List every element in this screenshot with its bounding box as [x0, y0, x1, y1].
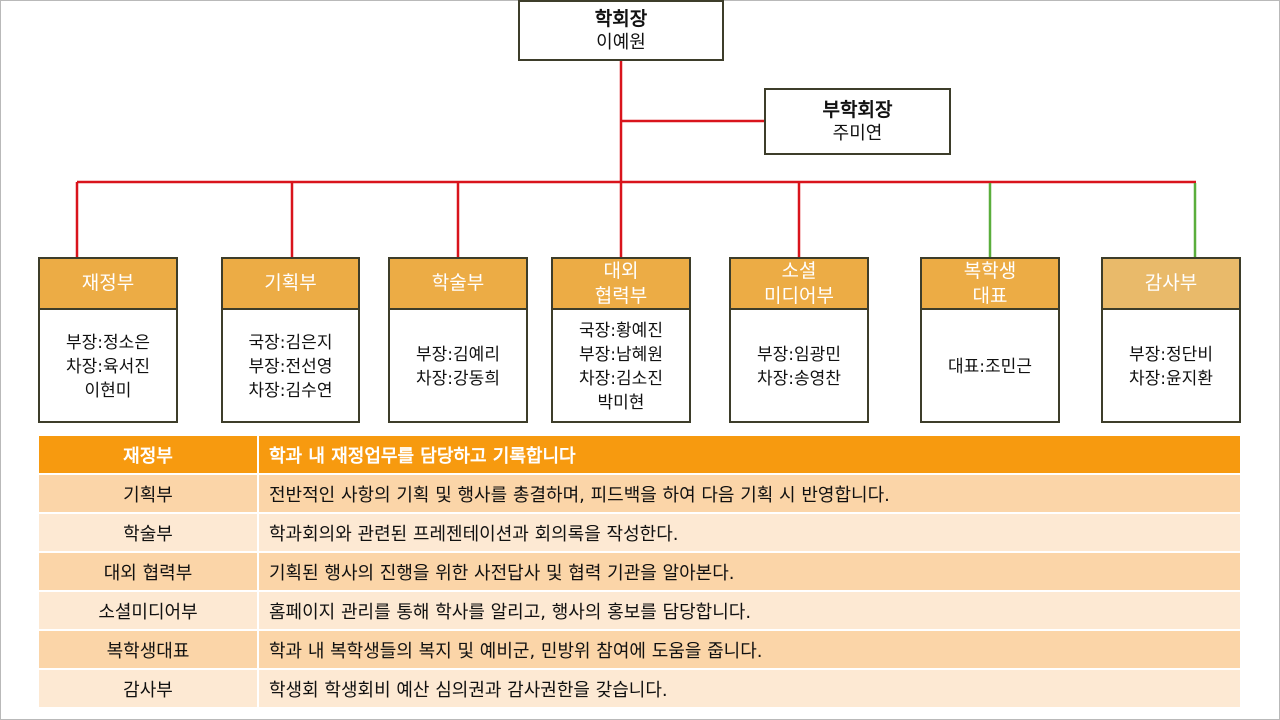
member: 차장:윤지환 — [1129, 368, 1213, 389]
department-description-table: 재정부 학과 내 재정업무를 담당하고 기록합니다 기획부 전반적인 사항의 기… — [39, 436, 1240, 709]
member: 차장:육서진 — [66, 356, 150, 377]
dept-finance: 재정부 부장:정소은 차장:육서진 이현미 — [38, 257, 178, 423]
member: 대표:조민근 — [948, 356, 1032, 377]
dept-academic-members: 부장:김예리 차장:강동희 — [390, 310, 526, 423]
vice-president-title: 부학회장 — [822, 98, 893, 121]
dept-external-relations-title: 대외 협력부 — [553, 259, 689, 310]
dept-academic: 학술부 부장:김예리 차장:강동희 — [388, 257, 528, 423]
description-cell: 학과 내 재정업무를 담당하고 기록합니다 — [258, 436, 1240, 475]
member: 부장:임광민 — [757, 344, 841, 365]
table-row: 소셜미디어부 홈페이지 관리를 통해 학사를 알리고, 행사의 홍보를 담당합니… — [39, 591, 1240, 631]
description-cell: 기획된 행사의 진행을 위한 사전답사 및 협력 기관을 알아본다. — [258, 552, 1240, 592]
member: 이현미 — [84, 380, 132, 401]
table-row: 학술부 학과회의와 관련된 프레젠테이션과 회의록을 작성한다. — [39, 513, 1240, 553]
dept-social-media-members: 부장:임광민 차장:송영찬 — [731, 310, 867, 423]
president-box: 학회장 이예원 — [518, 0, 724, 61]
vice-president-box: 부학회장 주미연 — [764, 88, 951, 155]
member: 부장:정단비 — [1129, 344, 1213, 365]
dept-planning-members: 국장:김은지 부장:전선영 차장:김수연 — [223, 310, 358, 423]
member: 국장:김은지 — [248, 332, 333, 353]
vice-president-name: 주미연 — [832, 122, 883, 144]
member: 차장:강동희 — [416, 368, 500, 389]
dept-returning-students-title: 복학생 대표 — [922, 259, 1058, 310]
dept-cell: 대외 협력부 — [39, 552, 259, 592]
table-row: 복학생대표 학과 내 복학생들의 복지 및 예비군, 민방위 참여에 도움을 줍… — [39, 630, 1240, 670]
dept-external-relations: 대외 협력부 국장:황예진 부장:남혜원 차장:김소진 박미현 — [551, 257, 691, 423]
member: 차장:송영찬 — [757, 368, 841, 389]
member: 부장:전선영 — [248, 356, 333, 377]
description-cell: 홈페이지 관리를 통해 학사를 알리고, 행사의 홍보를 담당합니다. — [258, 591, 1240, 631]
dept-cell: 소셜미디어부 — [39, 591, 259, 631]
dept-social-media-title: 소셜 미디어부 — [731, 259, 867, 310]
dept-audit: 감사부 부장:정단비 차장:윤지환 — [1101, 257, 1241, 423]
dept-social-media: 소셜 미디어부 부장:임광민 차장:송영찬 — [729, 257, 869, 423]
table-row: 감사부 학생회 학생회비 예산 심의권과 감사권한을 갖습니다. — [39, 669, 1240, 709]
dept-finance-members: 부장:정소은 차장:육서진 이현미 — [40, 310, 176, 423]
member: 부장:정소은 — [66, 332, 150, 353]
table-row: 대외 협력부 기획된 행사의 진행을 위한 사전답사 및 협력 기관을 알아본다… — [39, 552, 1240, 592]
dept-external-relations-members: 국장:황예진 부장:남혜원 차장:김소진 박미현 — [553, 310, 689, 423]
description-cell: 전반적인 사항의 기획 및 행사를 총결하며, 피드백을 하여 다음 기획 시 … — [258, 474, 1240, 514]
dept-audit-title: 감사부 — [1103, 259, 1239, 310]
member: 박미현 — [597, 392, 645, 413]
dept-cell: 학술부 — [39, 513, 259, 553]
description-cell: 학생회 학생회비 예산 심의권과 감사권한을 갖습니다. — [258, 669, 1240, 709]
member: 부장:김예리 — [416, 344, 500, 365]
dept-planning: 기획부 국장:김은지 부장:전선영 차장:김수연 — [221, 257, 360, 423]
description-cell: 학과 내 복학생들의 복지 및 예비군, 민방위 참여에 도움을 줍니다. — [258, 630, 1240, 670]
member: 차장:김수연 — [248, 380, 333, 401]
dept-audit-members: 부장:정단비 차장:윤지환 — [1103, 310, 1239, 423]
president-name: 이예원 — [596, 31, 646, 53]
description-cell: 학과회의와 관련된 프레젠테이션과 회의록을 작성한다. — [258, 513, 1240, 553]
table-row: 기획부 전반적인 사항의 기획 및 행사를 총결하며, 피드백을 하여 다음 기… — [39, 474, 1240, 514]
member: 부장:남혜원 — [579, 344, 663, 365]
member: 차장:김소진 — [579, 368, 663, 389]
president-title: 학회장 — [594, 7, 648, 30]
dept-cell: 복학생대표 — [39, 630, 259, 670]
dept-planning-title: 기획부 — [223, 259, 358, 310]
member: 국장:황예진 — [579, 320, 663, 341]
dept-academic-title: 학술부 — [390, 259, 526, 310]
dept-finance-title: 재정부 — [40, 259, 176, 310]
dept-returning-students: 복학생 대표 대표:조민근 — [920, 257, 1060, 423]
table-row: 재정부 학과 내 재정업무를 담당하고 기록합니다 — [39, 436, 1240, 475]
dept-returning-students-members: 대표:조민근 — [922, 310, 1058, 423]
dept-cell: 감사부 — [39, 669, 259, 709]
dept-cell: 재정부 — [39, 436, 259, 475]
dept-cell: 기획부 — [39, 474, 259, 514]
